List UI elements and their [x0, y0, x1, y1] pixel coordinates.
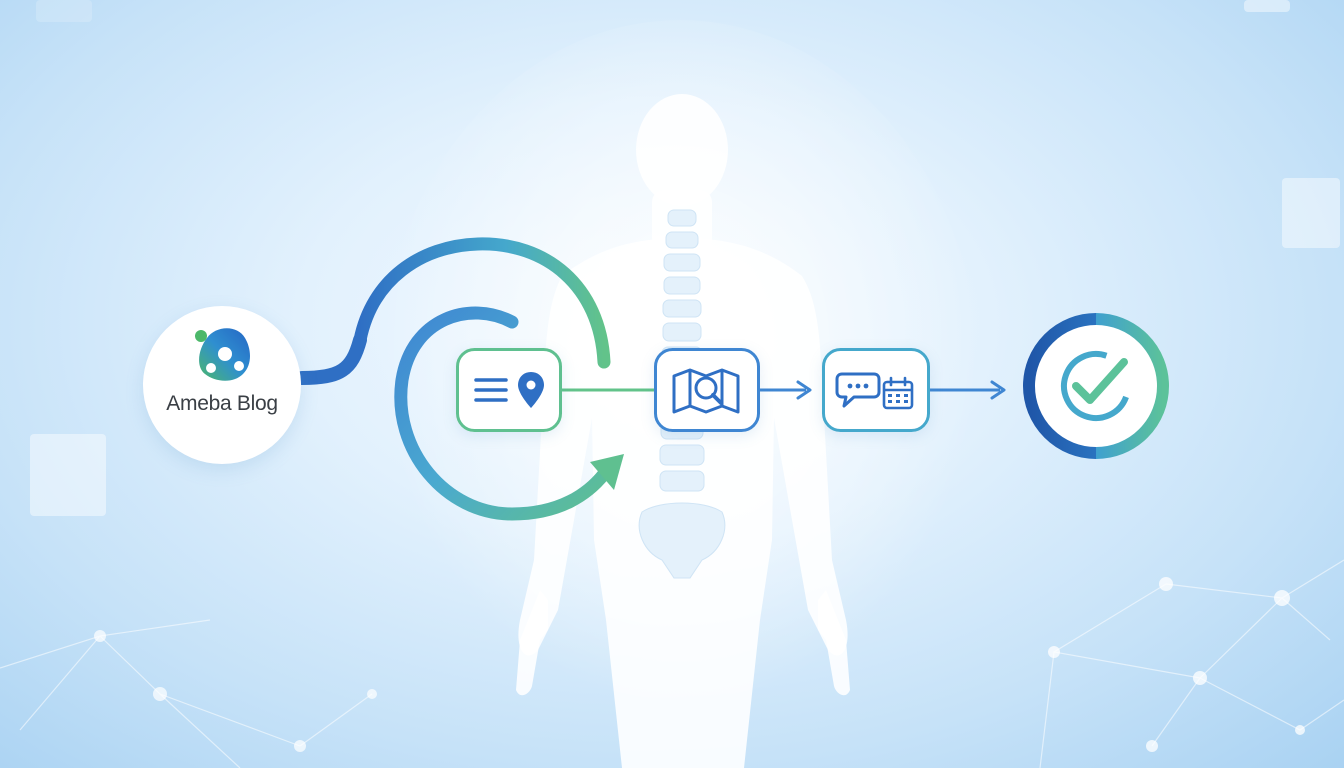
map-search-icon [672, 368, 740, 414]
step-list-location [456, 348, 562, 432]
inner-arc [394, 306, 611, 521]
ameba-blog-logo-text: Ameba Blog [166, 392, 278, 415]
ameba-blog-logo: Ameba Blog [143, 306, 301, 464]
bg-square [1244, 0, 1290, 12]
network-nodes-right [1048, 577, 1305, 752]
step-complete [1022, 312, 1170, 460]
connector-logo [295, 333, 367, 385]
calendar-icon [882, 376, 914, 410]
location-pin-icon [518, 372, 544, 408]
chat-bubble-icon [835, 372, 881, 408]
list-icon [474, 378, 508, 402]
arrow-3-4 [990, 380, 1006, 400]
step-map-search [654, 348, 760, 432]
bg-square [1282, 178, 1340, 248]
arc-arrowhead [590, 454, 624, 490]
step-chat-calendar [822, 348, 930, 432]
bg-square [36, 0, 92, 22]
network-nodes-left [94, 630, 377, 752]
ameba-logo-mark-icon [195, 328, 250, 381]
checkmark-icon [1023, 313, 1169, 459]
bg-square [30, 434, 106, 516]
network-lines-left [0, 619, 373, 768]
outer-arc [353, 237, 611, 369]
network-lines-right [1039, 559, 1344, 768]
arrow-2-3 [796, 380, 812, 400]
